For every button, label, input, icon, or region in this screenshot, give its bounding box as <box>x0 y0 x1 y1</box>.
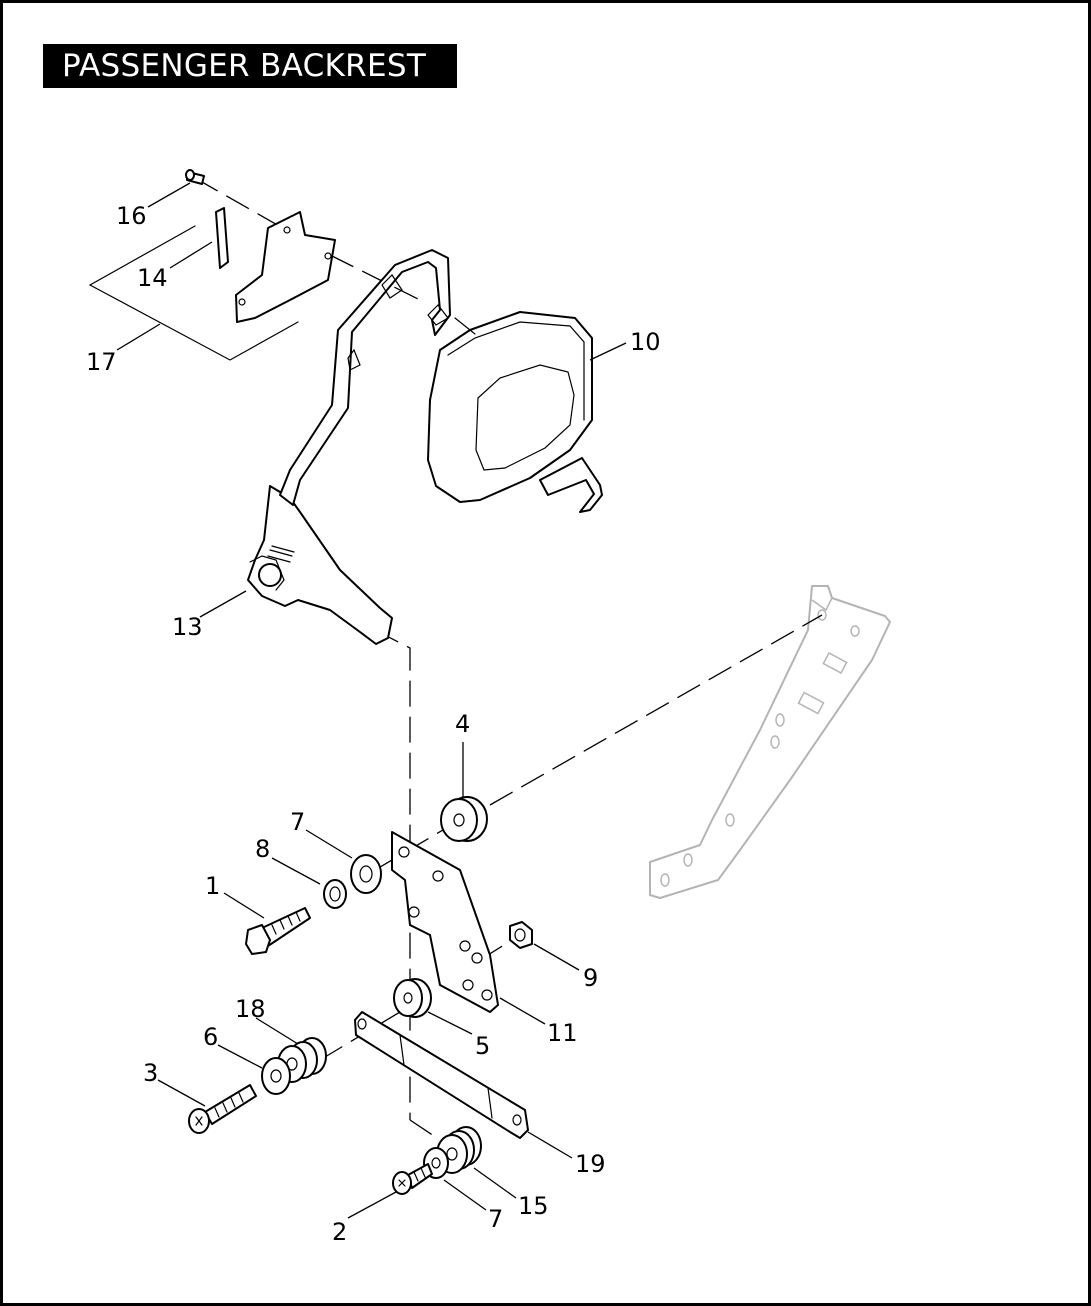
callout-15: 15 <box>518 1192 549 1220</box>
screw-part-3 <box>188 1084 257 1134</box>
callout-leaders <box>116 182 627 1219</box>
callout-5: 5 <box>475 1032 490 1060</box>
page-title: PASSENGER BACKREST <box>43 44 457 88</box>
washer-part-7-upper <box>350 854 382 894</box>
callout-14: 14 <box>137 264 168 292</box>
strip-part-14 <box>215 207 229 269</box>
callout-9: 9 <box>583 964 598 992</box>
callout-3: 3 <box>143 1059 158 1087</box>
screw-part-2 <box>392 1163 433 1195</box>
sissy-bar-upright-part-13 <box>247 249 451 645</box>
mounting-plate-part-11 <box>391 831 499 1013</box>
nut-part-9 <box>509 921 533 949</box>
callout-6: 6 <box>203 1023 218 1051</box>
strap-bar-part-19 <box>354 1011 529 1139</box>
callout-labels: 16 14 17 10 13 4 7 8 1 9 11 5 18 6 3 19 … <box>86 202 661 1246</box>
callout-7-upper: 7 <box>290 808 305 836</box>
lockwasher-part-8 <box>323 879 347 909</box>
screw-part-16 <box>185 169 205 185</box>
callout-10: 10 <box>630 328 661 356</box>
callout-13: 13 <box>172 613 203 641</box>
callout-4: 4 <box>455 710 470 738</box>
callout-17: 17 <box>86 348 117 376</box>
hex-bolt-part-1 <box>245 907 311 955</box>
bushing-part-4 <box>440 796 488 842</box>
callout-2: 2 <box>332 1218 347 1246</box>
bracket-part-17 <box>235 211 336 323</box>
callout-19: 19 <box>575 1150 606 1178</box>
motorcycle-frame-bracket-ghost <box>649 585 891 899</box>
backrest-pad-part-10 <box>427 311 603 513</box>
callout-1: 1 <box>205 872 220 900</box>
bushing-part-5 <box>393 978 432 1018</box>
grommet-part-18 <box>277 1037 327 1083</box>
kit-outline-part-17 <box>88 225 299 361</box>
callout-7-lower: 7 <box>488 1205 503 1233</box>
washer-part-6 <box>261 1057 291 1095</box>
callout-18: 18 <box>235 995 266 1023</box>
callout-16: 16 <box>116 202 147 230</box>
callout-8: 8 <box>255 835 270 863</box>
callout-11: 11 <box>547 1019 578 1047</box>
